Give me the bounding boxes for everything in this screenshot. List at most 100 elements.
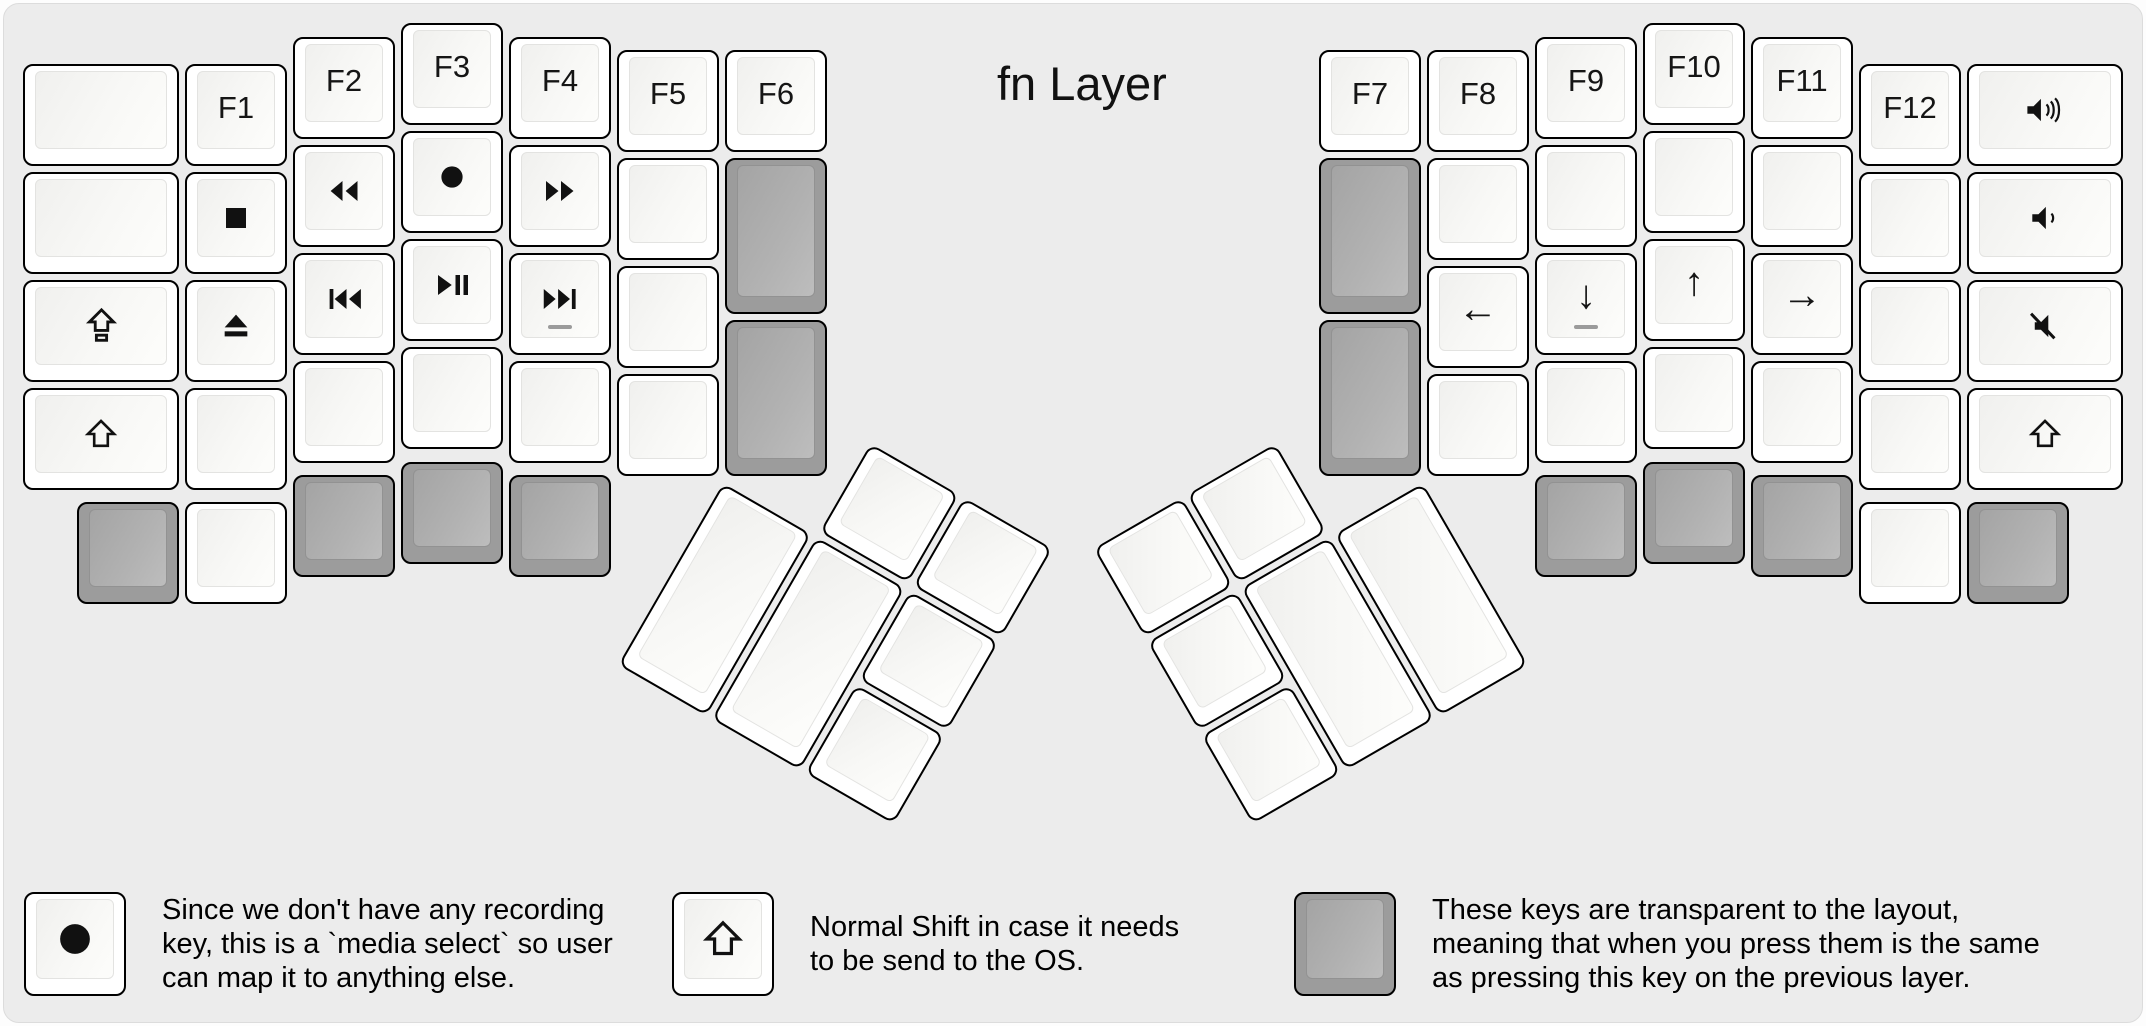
key-transparent: [293, 475, 395, 578]
key-label: F4: [541, 62, 579, 98]
key-blank: [185, 387, 287, 490]
legend-item-record: Since we don't have any recording key, t…: [24, 892, 613, 996]
legend-text-shift: Normal Shift in case it needs to be send…: [810, 911, 1180, 977]
key-↑: ↑: [1643, 239, 1745, 341]
key-↓: ↓: [1535, 252, 1637, 355]
key-transparent: [1967, 502, 2069, 605]
key-blank: [617, 158, 719, 260]
key-blank: [1643, 131, 1745, 233]
homing-bar: [1574, 325, 1598, 329]
key-shift: [1967, 387, 2123, 490]
key-mute: [1967, 279, 2123, 382]
legend-text-transparent: These keys are transparent to the layout…: [1432, 894, 2040, 994]
record-sample-key: [24, 892, 126, 996]
key-label: F8: [1459, 76, 1497, 111]
key-blank: [1859, 502, 1961, 605]
key-transparent: [1751, 475, 1853, 578]
key-blank: [1859, 387, 1961, 490]
key-label: F1: [217, 89, 255, 125]
key-F9: F9: [1535, 36, 1637, 139]
key-label: ←: [1458, 286, 1498, 331]
shift-icon: [2028, 417, 2062, 451]
key-blank: [1859, 279, 1961, 382]
rewind-icon: [325, 176, 363, 206]
key-blank: [509, 360, 611, 463]
key-blank: [617, 374, 719, 476]
key-volup: [1967, 63, 2123, 166]
transparent-sample-key: [1294, 892, 1396, 996]
key-blank: [1427, 158, 1529, 260]
key-record: [401, 131, 503, 233]
layer-title: fn Layer: [997, 57, 1167, 110]
key-label: F9: [1567, 62, 1605, 98]
shift-icon: [84, 417, 118, 451]
key-blank: [1535, 144, 1637, 247]
shift-icon: [702, 918, 744, 960]
key-F4: F4: [509, 36, 611, 139]
key-transparent: [1319, 158, 1421, 314]
key-caps: [23, 279, 179, 382]
key-label: →: [1782, 273, 1822, 317]
caps-icon: [83, 307, 120, 344]
key-label: F5: [649, 76, 687, 111]
key-blank: [185, 502, 287, 605]
key-label: F10: [1667, 49, 1721, 84]
ff-icon: [541, 176, 579, 206]
key-F5: F5: [617, 50, 719, 152]
key-→: →: [1751, 252, 1853, 355]
key-playpause: [401, 239, 503, 341]
key-F6: F6: [725, 50, 827, 152]
voldown-icon: [2020, 202, 2069, 234]
key-label: F11: [1776, 62, 1828, 98]
key-transparent: [725, 158, 827, 314]
eject-icon: [220, 310, 252, 342]
key-ff: [509, 144, 611, 247]
key-label: ↑: [1684, 259, 1704, 304]
key-blank: [293, 360, 395, 463]
key-label: F12: [1883, 89, 1937, 125]
key-next: [509, 252, 611, 355]
key-label: F7: [1351, 76, 1389, 111]
next-icon: [540, 284, 580, 314]
key-transparent: [401, 461, 503, 564]
key-blank: [23, 171, 179, 274]
key-blank: [1751, 144, 1853, 247]
key-label: ↓: [1576, 273, 1596, 317]
shift-sample-key: [672, 892, 774, 996]
key-label: F3: [433, 49, 471, 84]
volup-icon: [2020, 94, 2069, 126]
record-icon: [54, 918, 96, 960]
key-stop: [185, 171, 287, 274]
key-transparent: [1319, 320, 1421, 476]
key-blank: [1643, 347, 1745, 449]
key-transparent: [509, 475, 611, 578]
playpause-icon: [433, 270, 471, 300]
key-blank: [1859, 171, 1961, 274]
key-transparent: [725, 320, 827, 476]
key-transparent: [1535, 475, 1637, 578]
key-blank: [1427, 374, 1529, 476]
key-F2: F2: [293, 36, 395, 139]
key-transparent: [1643, 461, 1745, 564]
key-eject: [185, 279, 287, 382]
legend-item-shift: Normal Shift in case it needs to be send…: [672, 892, 1179, 996]
key-blank: [1751, 360, 1853, 463]
keyboard-diagram-canvas: fn Layer F1 F2 F3 F4 F5 F6 F7 F8 ← F9 ↓ F10 ↑ F11 → F12…: [3, 3, 2143, 1023]
key-blank: [1535, 360, 1637, 463]
key-blank: [617, 266, 719, 368]
key-blank: [401, 347, 503, 449]
key-F11: F11: [1751, 36, 1853, 139]
key-F1: F1: [185, 63, 287, 166]
keyboard: F1 F2 F3 F4 F5 F6 F7 F8 ← F9 ↓ F10 ↑ F11 → F12: [4, 4, 2142, 1022]
key-blank: [23, 63, 179, 166]
legend-text-record: Since we don't have any recording key, t…: [162, 894, 613, 994]
key-prev: [293, 252, 395, 355]
legend-item-transparent: These keys are transparent to the layout…: [1294, 892, 2040, 996]
key-voldown: [1967, 171, 2123, 274]
key-F3: F3: [401, 23, 503, 125]
key-F8: F8: [1427, 50, 1529, 152]
mute-icon: [2020, 310, 2069, 342]
key-F10: F10: [1643, 23, 1745, 125]
key-shift: [23, 387, 179, 490]
key-label: F6: [757, 76, 795, 111]
